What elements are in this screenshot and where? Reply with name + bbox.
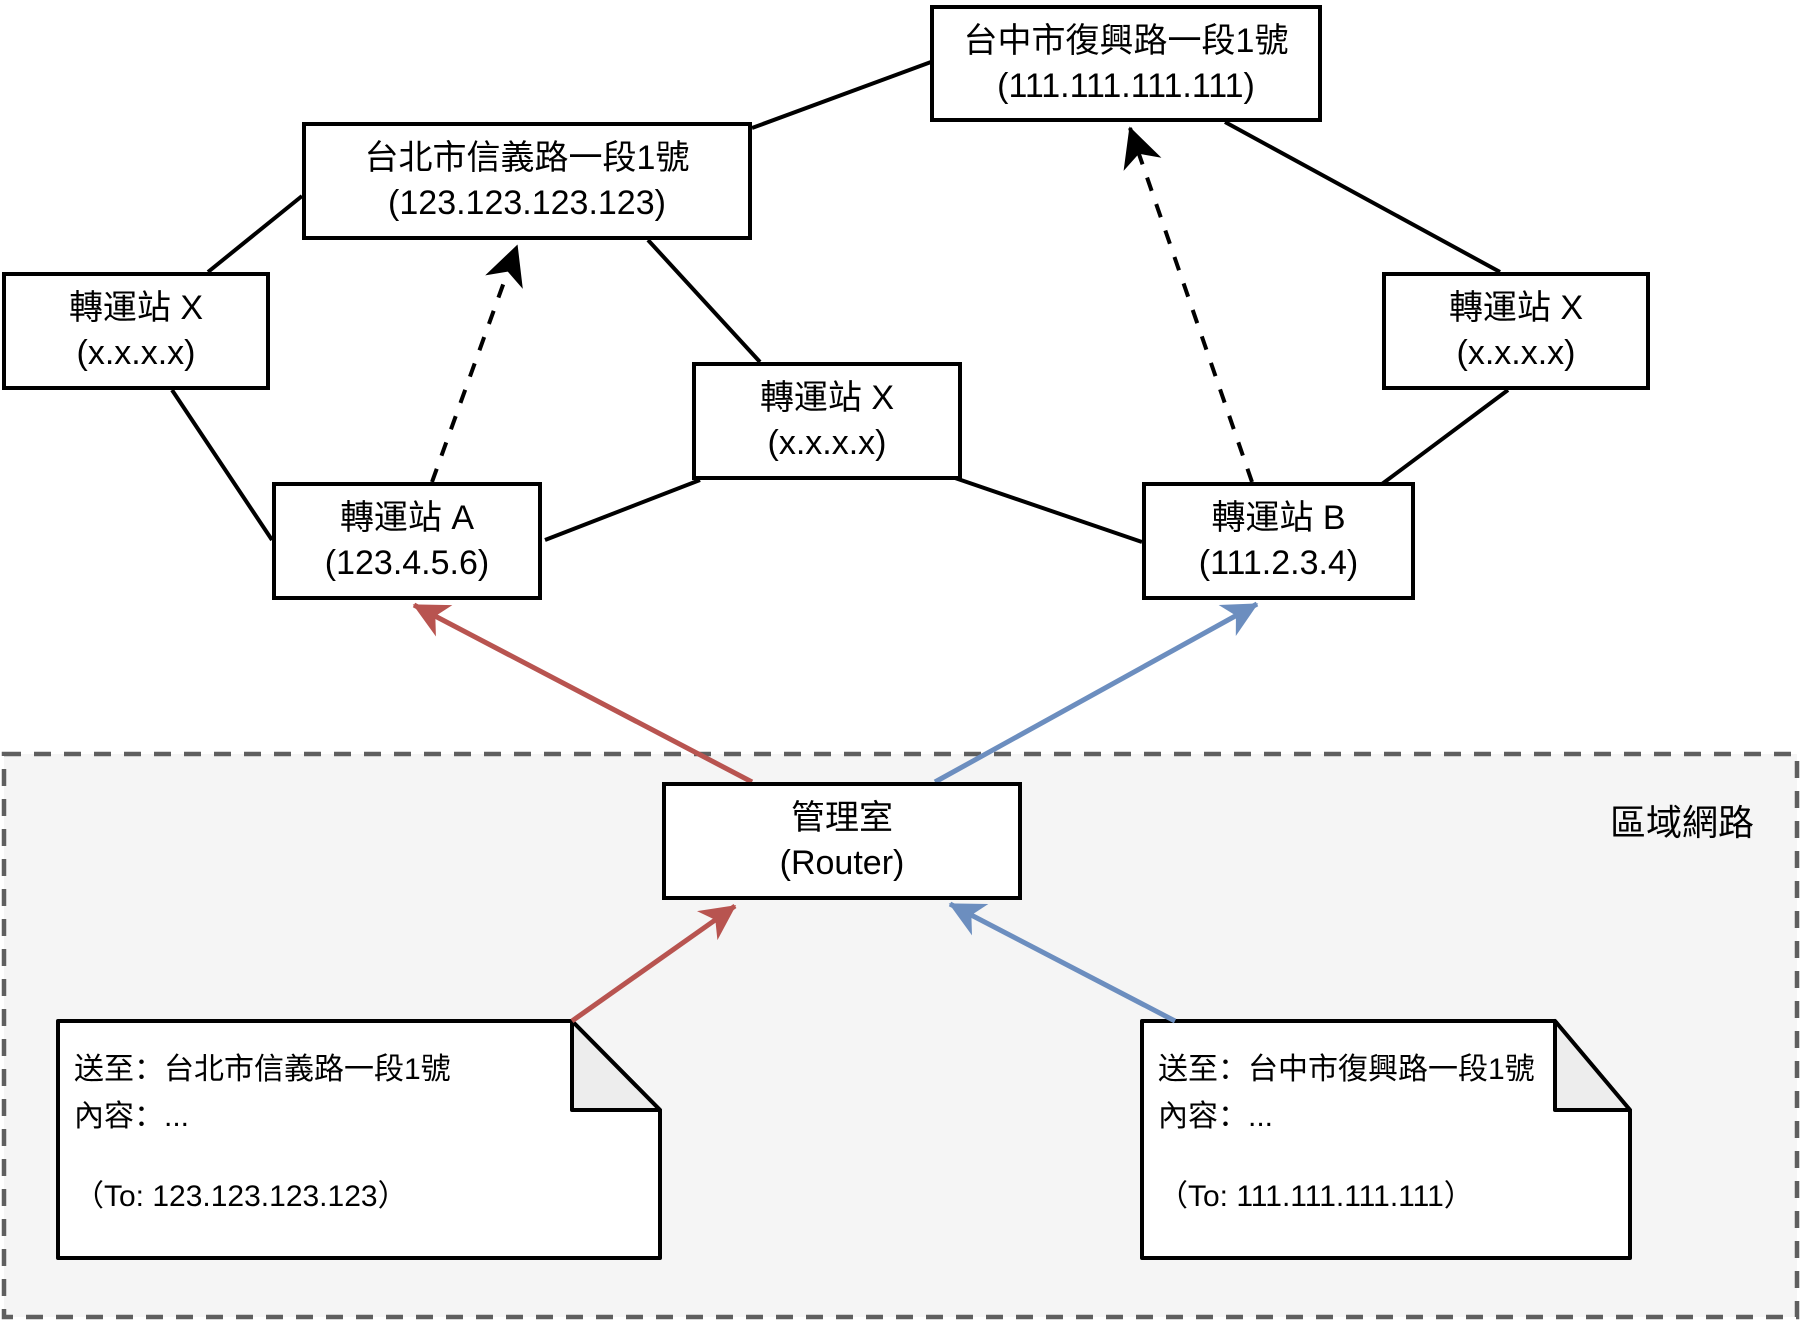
node-router: 管理室 (Router) xyxy=(662,782,1022,900)
node-ip: (123.123.123.123) xyxy=(388,184,666,222)
node-label: 管理室 xyxy=(791,799,893,838)
node-label: 台北市信義路一段1號 xyxy=(364,139,690,178)
node-transit-b: 轉運站 B (111.2.3.4) xyxy=(1142,482,1415,600)
node-taipei-address: 台北市信義路一段1號 (123.123.123.123) xyxy=(302,122,752,240)
packet-content: 內容：... xyxy=(1158,1099,1274,1133)
node-ip: (111.111.111.111) xyxy=(997,66,1255,105)
packet-destination: 送至：台北市信義路一段1號 xyxy=(74,1053,451,1086)
edge-xmid-transita xyxy=(544,478,701,542)
packet-to-ip: （To: 123.123.123.123） xyxy=(74,1180,408,1213)
edge-taipei-taichung xyxy=(751,60,932,130)
packet-note-right: 送至：台中市復興路一段1號 內容：... （To: 111.111.111.11… xyxy=(1142,1021,1630,1258)
node-ip: (x.x.x.x) xyxy=(1456,334,1576,372)
edge-taichung-xright xyxy=(1224,120,1501,274)
node-transit-x-mid: 轉運站 X (x.x.x.x) xyxy=(692,362,962,480)
node-ip: (Router) xyxy=(779,844,905,882)
node-label: 轉運站 B xyxy=(1211,499,1346,538)
blue-arrow-router-to-transitb xyxy=(933,601,1259,785)
lan-region-label: 區域網路 xyxy=(1610,802,1755,843)
node-transit-x-left: 轉運站 X (x.x.x.x) xyxy=(2,272,270,390)
packet-note-left: 送至：台北市信義路一段1號 內容：... （To: 123.123.123.12… xyxy=(58,1021,660,1258)
node-transit-x-right: 轉運站 X (x.x.x.x) xyxy=(1382,272,1650,390)
packet-to-ip: （To: 111.111.111.111） xyxy=(1158,1180,1474,1213)
node-label: 轉運站 A xyxy=(339,499,475,538)
node-ip: (123.4.5.6) xyxy=(324,544,490,582)
node-transit-a: 轉運站 A (123.4.5.6) xyxy=(272,482,542,600)
edge-xmid-transitb xyxy=(954,476,1143,544)
node-ip: (x.x.x.x) xyxy=(767,424,887,462)
packet-note-right-shape xyxy=(1140,1019,1632,1260)
dashed-arrow-transitb-taichung xyxy=(1123,126,1254,483)
red-arrow-router-to-transita xyxy=(412,602,754,785)
node-label: 轉運站 X xyxy=(68,289,204,328)
packet-content: 內容：... xyxy=(74,1099,190,1133)
dashed-arrow-transita-taipei xyxy=(430,244,523,483)
edge-xright-transitb xyxy=(1380,388,1510,486)
edge-taipei-xleft xyxy=(206,194,304,274)
node-taichung-address: 台中市復興路一段1號 (111.111.111.111) xyxy=(930,5,1322,122)
red-arrow-packet-to-router xyxy=(570,903,737,1024)
node-label: 轉運站 X xyxy=(1448,289,1584,328)
blue-arrow-packet-to-router xyxy=(948,901,1177,1024)
edge-taipei-xmid xyxy=(646,238,762,364)
node-label: 台中市復興路一段1號 xyxy=(963,21,1289,60)
packet-destination: 送至：台中市復興路一段1號 xyxy=(1158,1053,1535,1086)
edge-xleft-transita xyxy=(170,388,274,542)
packet-note-left-shape xyxy=(56,1019,662,1260)
node-label: 轉運站 X xyxy=(759,379,895,418)
node-ip: (x.x.x.x) xyxy=(76,334,196,372)
node-ip: (111.2.3.4) xyxy=(1198,544,1359,582)
